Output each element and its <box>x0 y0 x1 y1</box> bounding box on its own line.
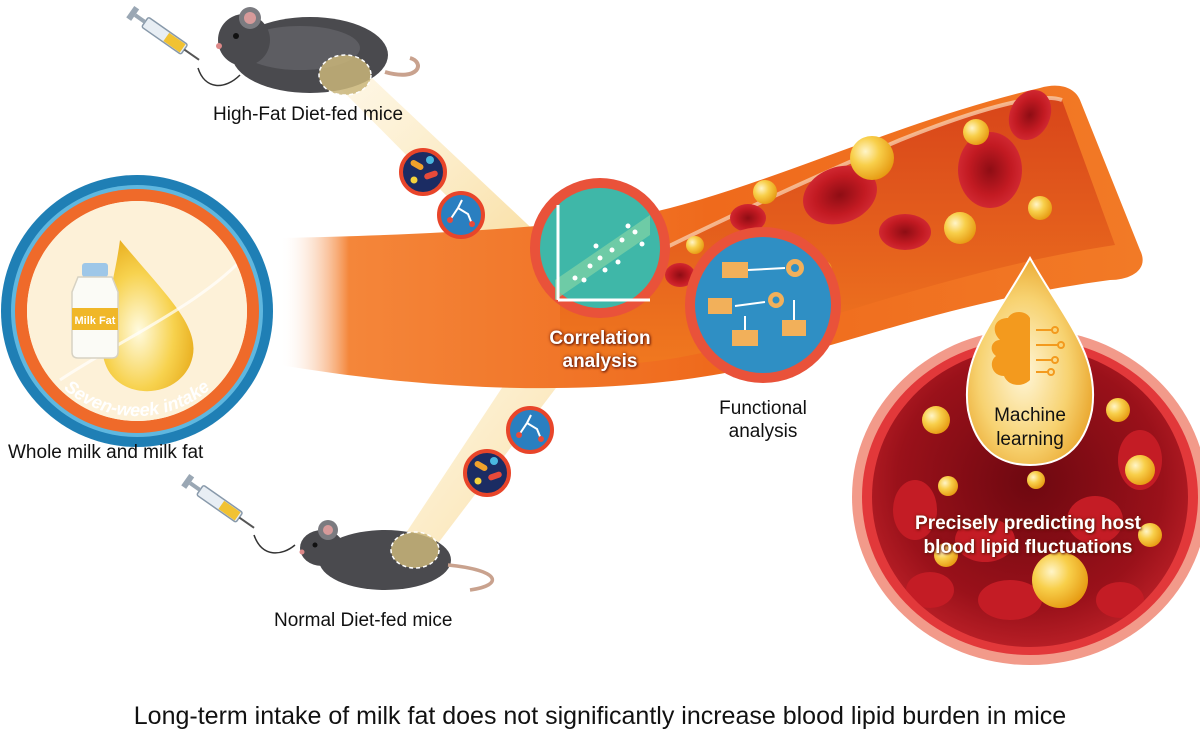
predicting-label: Precisely predicting host blood lipid fl… <box>868 512 1188 560</box>
milk-bottle-icon: Milk Fat <box>71 263 119 359</box>
molecule-icon-top <box>437 191 485 239</box>
molecule-icon-bottom <box>506 406 554 454</box>
milk-intake-badge: Milk Fat Seven-week intake <box>1 175 273 447</box>
syringe-icon-bottom <box>181 473 255 529</box>
predicting-line-2: blood lipid fluctuations <box>923 537 1133 558</box>
conclusion-caption: Long-term intake of milk fat does not si… <box>133 702 1067 730</box>
whole-milk-label: Whole milk and milk fat <box>8 442 204 463</box>
scatter-plot-icon <box>530 178 670 318</box>
oil-drop-icon <box>101 240 194 392</box>
vessel-cross-section <box>852 255 1200 665</box>
bacteria-icon-top <box>399 148 447 196</box>
normal-mice-label: Normal Diet-fed mice <box>274 610 453 631</box>
brain-icon <box>991 312 1065 385</box>
correlation-analysis-label: Correlation analysis <box>549 328 651 372</box>
milk-fat-bottle-label: Milk Fat <box>75 315 116 327</box>
flowchart-icon <box>685 227 841 383</box>
functional-line-1: Functional <box>719 398 807 419</box>
red-blood-cells <box>665 89 1052 287</box>
functional-analysis-label: Functional analysis <box>703 397 823 443</box>
high-fat-mice-label: High-Fat Diet-fed mice <box>213 104 404 125</box>
bacteria-icon-bottom <box>463 449 511 497</box>
syringe-icon-top <box>126 5 200 61</box>
machine-learning-label: Machine learning <box>960 404 1100 452</box>
predicting-line-1: Precisely predicting host <box>915 513 1141 534</box>
mouse-icon-normal <box>299 520 495 592</box>
machine-line-2: learning <box>996 429 1064 450</box>
machine-line-1: Machine <box>994 405 1066 426</box>
mouse-icon-high-fat <box>216 7 420 96</box>
functional-line-2: analysis <box>728 421 798 442</box>
